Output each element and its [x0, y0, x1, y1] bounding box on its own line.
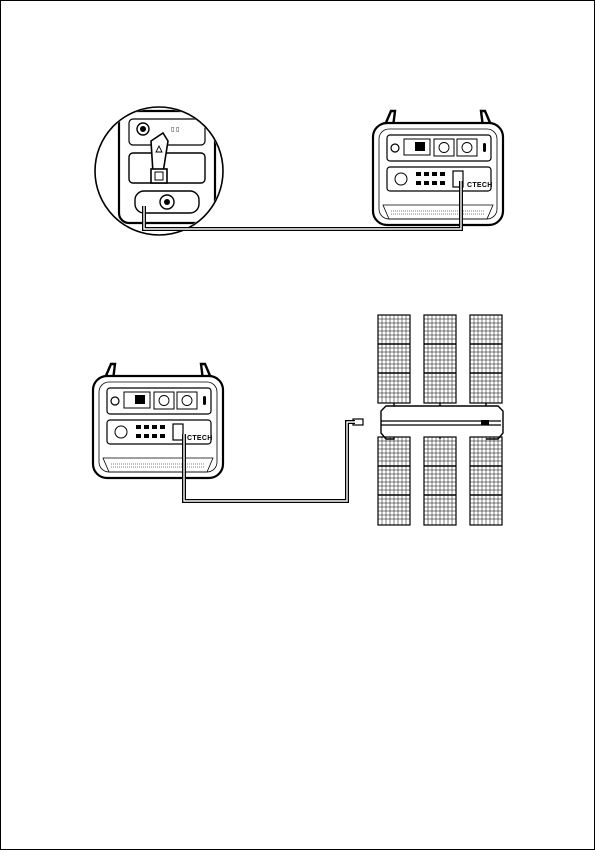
solar-panel-icon	[378, 437, 502, 525]
power-station-bottom: CTECH	[93, 364, 223, 478]
brand-label: CTECH	[467, 182, 493, 189]
brand-label: CTECH	[187, 435, 213, 442]
combiner-cable-icon	[353, 403, 503, 439]
solar-panel-icon	[378, 315, 502, 403]
power-station-top: CTECH	[373, 111, 503, 225]
bottom-diagram: CTECH	[93, 315, 503, 525]
top-diagram: ▯ ▯ CTECH	[95, 107, 503, 235]
plug-connector-icon	[151, 133, 168, 183]
svg-text:▯ ▯: ▯ ▯	[171, 127, 179, 133]
